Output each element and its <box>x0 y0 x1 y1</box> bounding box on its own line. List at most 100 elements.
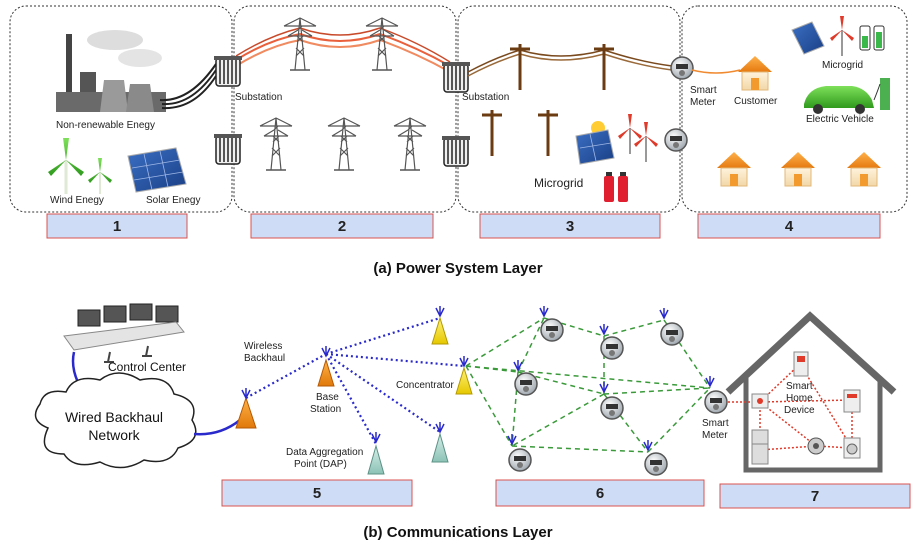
label-wireless-backhaul-1: Wireless <box>244 341 282 352</box>
house-icon <box>780 151 816 187</box>
transmission-tower-icon <box>259 117 293 171</box>
label-substation-b: Substation <box>462 92 509 103</box>
caption-power-layer: (a) Power System Layer <box>373 260 542 277</box>
label-dap-1: Data Aggregation <box>286 447 363 458</box>
house-icon <box>716 151 752 187</box>
smart-meter-node <box>659 307 684 346</box>
battery-icon <box>604 172 628 202</box>
svg-text:6: 6 <box>596 485 604 502</box>
utility-pole-icon <box>480 108 504 158</box>
wind-turbine-icon <box>48 138 84 194</box>
svg-text:5: 5 <box>313 485 321 502</box>
label-home-device-2: Home <box>786 393 813 404</box>
smart-device-icon <box>751 393 769 409</box>
label-smart-meter-1: Smart <box>702 418 729 429</box>
svg-text:3: 3 <box>566 218 574 235</box>
section-label-2: 2 <box>250 213 434 239</box>
smart-meter-node <box>507 433 532 472</box>
power-plant-icon <box>56 30 217 112</box>
label-wired-backhaul-1: Wired Backhaul <box>65 409 163 425</box>
concentrator-tower <box>455 355 473 395</box>
label-concentrator: Concentrator <box>396 380 454 391</box>
battery-icon <box>859 25 885 51</box>
dap-tower <box>367 431 385 475</box>
wired-backhaul-cloud <box>34 372 197 469</box>
panel-consumption <box>681 5 908 213</box>
label-ev: Electric Vehicle <box>806 114 874 125</box>
label-customer: Customer <box>734 96 778 107</box>
power-system-layer: Non-renewable Enegy Wind Enegy Solar Ene… <box>9 5 908 277</box>
smart-device-icon <box>807 437 825 455</box>
caption-communications-layer: (b) Communications Layer <box>363 524 552 541</box>
label-solar: Solar Enegy <box>146 195 200 206</box>
label-base-station-1: Base <box>316 392 339 403</box>
communications-layer: Control Center Wired Backhaul Network <box>34 303 911 541</box>
wind-turbine-icon <box>829 15 855 57</box>
svg-text:7: 7 <box>811 488 819 505</box>
transformer-icon <box>441 135 471 167</box>
smart-device-icon <box>793 351 809 377</box>
panel-transmission <box>233 5 457 213</box>
control-center-icon <box>63 303 185 363</box>
section-label-5: 5 <box>221 479 413 507</box>
label-microgrid-right: Microgrid <box>822 60 863 71</box>
service-line <box>691 69 741 74</box>
distribution-line <box>467 53 673 77</box>
transformer-icon <box>213 133 243 165</box>
label-non-renewable: Non-renewable Enegy <box>56 120 155 131</box>
wind-turbine-icon <box>633 121 659 163</box>
section-label-3: 3 <box>479 213 661 239</box>
panel-distribution <box>457 5 681 213</box>
solar-panel-icon <box>127 147 187 193</box>
smart-device-icon <box>843 437 861 459</box>
wireless-links <box>245 316 465 445</box>
smart-meter-node <box>513 359 538 396</box>
smart-meter-node <box>704 375 728 414</box>
label-substation-a: Substation <box>235 92 282 103</box>
smart-meter-node <box>539 305 564 342</box>
label-dap-2: Point (DAP) <box>294 459 347 470</box>
hv-line <box>235 32 451 67</box>
wind-turbine-icon <box>88 158 112 194</box>
smart-device-icon <box>843 389 861 413</box>
label-wired-backhaul-2: Network <box>88 427 140 443</box>
utility-pole-icon <box>536 108 560 158</box>
utility-pole-icon <box>508 42 532 92</box>
section-label-6: 6 <box>495 479 705 507</box>
panel-generation <box>9 5 233 213</box>
label-wireless-backhaul-2: Backhaul <box>244 353 285 364</box>
label-microgrid-left: Microgrid <box>534 176 583 190</box>
house-icon <box>737 55 773 91</box>
label-control-center: Control Center <box>108 360 186 374</box>
svg-text:2: 2 <box>338 218 346 235</box>
home-outline <box>725 311 897 473</box>
smart-meter-node <box>599 381 624 420</box>
transformer-icon <box>441 61 471 93</box>
label-home-device-3: Device <box>784 405 815 416</box>
base-station-tower <box>317 345 335 387</box>
meter-icon <box>664 128 688 152</box>
svg-text:1: 1 <box>113 218 121 235</box>
smart-device-icon <box>751 429 769 465</box>
transformer-icon <box>213 55 243 87</box>
concentrator-tower <box>431 305 449 345</box>
dap-tower <box>431 421 449 463</box>
utility-pole-icon <box>592 42 616 92</box>
section-label-7: 7 <box>719 483 911 509</box>
transmission-tower-icon <box>327 117 361 171</box>
wired-link <box>193 419 241 436</box>
hv-line <box>235 38 451 73</box>
solar-panel-icon <box>791 21 825 55</box>
base-station-tower <box>235 387 257 429</box>
label-home-device-1: Smart <box>786 381 813 392</box>
house-icon <box>846 151 882 187</box>
label-wind: Wind Enegy <box>50 195 104 206</box>
hv-line <box>235 27 451 63</box>
solar-panel-icon <box>575 121 615 165</box>
label-base-station-2: Station <box>310 404 341 415</box>
section-label-1: 1 <box>46 213 188 239</box>
wind-turbine-icon <box>617 113 643 155</box>
label-smart-meter-line2: Meter <box>690 97 716 108</box>
transmission-tower-icon <box>393 117 427 171</box>
